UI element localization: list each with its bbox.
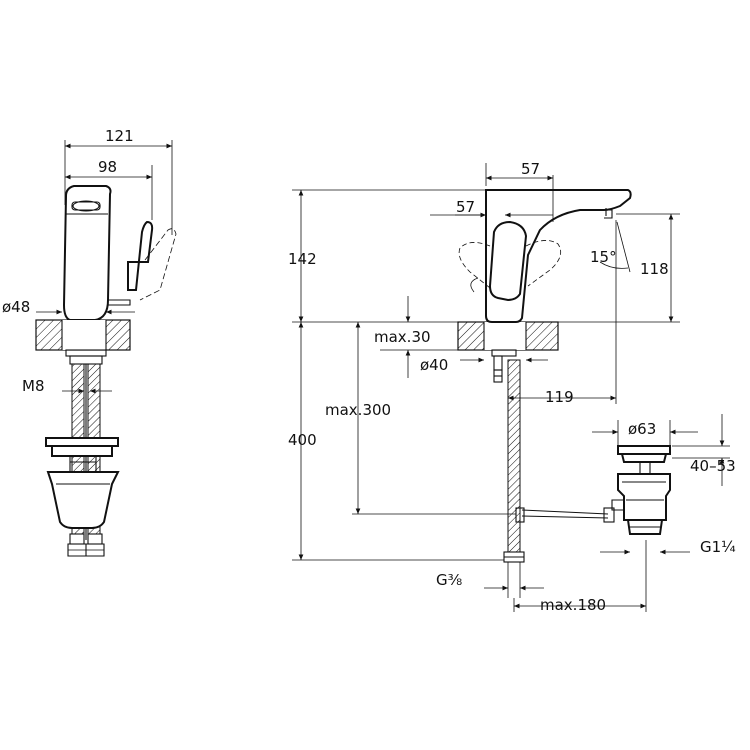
dim-d63-label: ø63 [628,420,656,438]
faucet-body-front [458,189,632,323]
dim-400-label: 400 [288,431,317,449]
dim-max300: max.300 [325,322,516,515]
dim-max180-label: max.180 [540,596,606,614]
dim-g38: G⅜ [436,562,544,598]
dim-98-label: 98 [98,158,117,176]
dim-118-label: 118 [640,260,669,278]
dim-handle-57: 57 [430,198,553,218]
waste-fitting [611,445,671,535]
hose-ends-side [67,533,105,557]
dim-98: 98 [65,158,153,220]
popup-rod [515,507,615,523]
fixing-bracket-side [45,437,120,529]
dim-119-label: 119 [545,388,574,406]
dim-d48-label: ø48 [2,298,30,316]
dim-d48: ø48 [2,298,135,316]
dim-d40: ø40 [420,356,548,374]
dim-g114-label: G1¼ [700,538,736,556]
dim-142-label: 142 [288,250,317,268]
dim-max30-label: max.30 [374,328,431,346]
front-view: 57 57 15° 142 118 [288,160,736,614]
dim-handle-57-label: 57 [456,198,475,216]
dim-d40-label: ø40 [420,356,448,374]
dim-max180: max.180 [513,540,647,614]
dim-g38-label: G⅜ [436,571,462,589]
hose-front [507,359,521,553]
faucet-body-side [62,185,177,321]
dim-g114: G1¼ [600,538,736,556]
dim-400: 400 [288,322,504,561]
dim-spout-57: 57 [485,160,554,222]
dim-40-53: 40–53 [672,414,736,486]
dim-spout-57-label: 57 [521,160,540,178]
dim-m8: M8 [22,377,112,395]
dim-142: 142 [288,189,486,323]
dim-angle-label: 15° [590,248,617,266]
dim-121: 121 [64,127,173,235]
dim-40-53-label: 40–53 [690,457,736,475]
washer-side [65,349,107,357]
side-view: 121 98 ø48 [2,127,177,557]
dim-max300-label: max.300 [325,401,391,419]
dim-d63: ø63 [592,420,698,446]
dim-max30: max.30 [374,296,458,378]
dim-121-label: 121 [105,127,134,145]
dim-118: 118 [558,213,680,323]
dim-119: 119 [508,220,617,406]
dim-m8-label: M8 [22,377,45,395]
dim-angle: 15° [590,221,631,273]
